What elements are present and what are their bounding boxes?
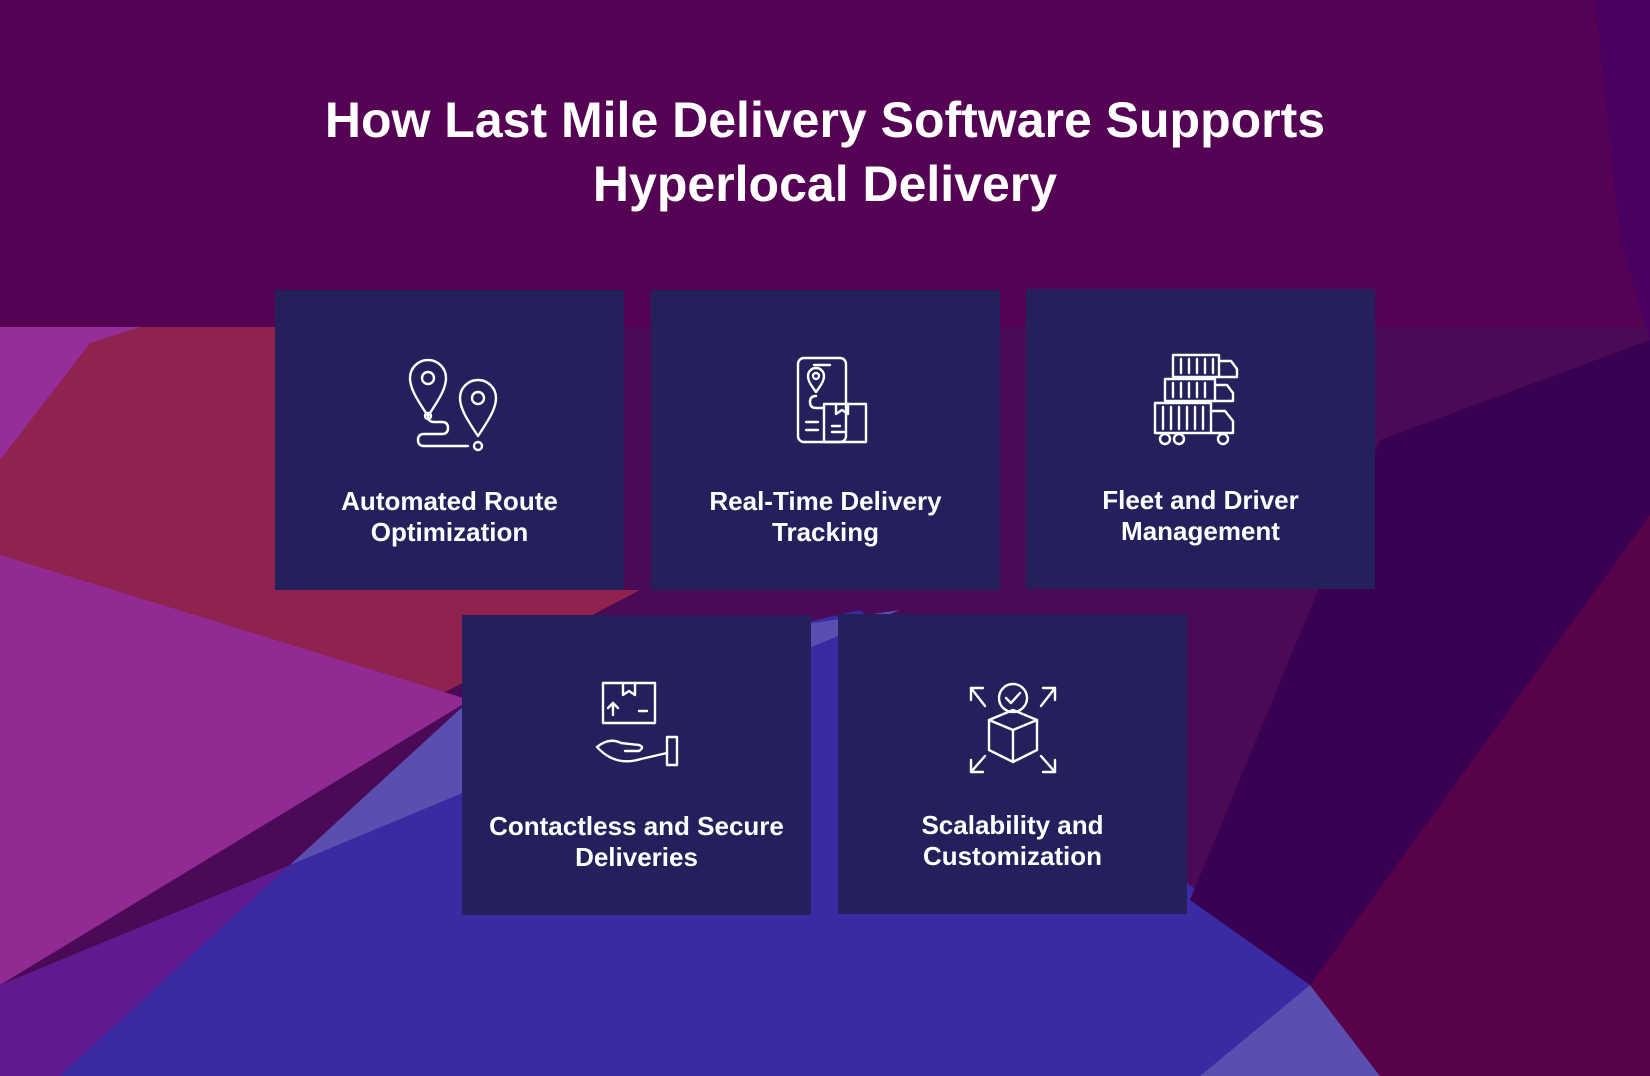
phone-tracking-icon	[774, 352, 878, 456]
card-label: Automated Route Optimization	[285, 486, 614, 548]
card-label-line-2: Customization	[922, 841, 1103, 871]
card-real-time-delivery-tracking: Real-Time Delivery Tracking	[651, 290, 1000, 590]
card-automated-route-optimization: Automated Route Optimization	[275, 290, 624, 590]
card-label-line-1: Contactless and Secure	[489, 811, 784, 841]
page-title-line-2: Hyperlocal Delivery	[592, 156, 1058, 212]
page-title-line-1: How Last Mile Delivery Software Supports	[324, 92, 1326, 148]
card-scalability-and-customization: Scalability and Customization	[838, 614, 1187, 914]
truck-fleet-icon	[1149, 351, 1253, 455]
card-label-line-1: Real-Time Delivery	[709, 486, 942, 516]
card-label: Fleet and Driver Management	[1036, 485, 1365, 547]
card-label: Real-Time Delivery Tracking	[661, 486, 990, 548]
page-title: How Last Mile Delivery Software Supports…	[0, 88, 1650, 216]
card-fleet-and-driver-management: Fleet and Driver Management	[1026, 289, 1375, 589]
card-label-line-1: Fleet and Driver	[1102, 485, 1299, 515]
card-label: Scalability and Customization	[848, 810, 1177, 872]
scalable-box-icon	[961, 676, 1065, 780]
card-label-line-2: Optimization	[370, 517, 529, 547]
card-label-line-1: Scalability and	[921, 810, 1104, 840]
card-label: Contactless and Secure Deliveries	[472, 811, 801, 873]
card-label-line-2: Management	[1121, 516, 1280, 546]
card-label-line-2: Deliveries	[575, 842, 698, 872]
card-contactless-and-secure-deliveries: Contactless and Secure Deliveries	[462, 615, 811, 915]
card-label-line-2: Tracking	[772, 517, 879, 547]
card-label-line-1: Automated Route	[341, 486, 558, 516]
hand-package-icon	[585, 677, 689, 781]
route-pins-icon	[398, 352, 502, 456]
